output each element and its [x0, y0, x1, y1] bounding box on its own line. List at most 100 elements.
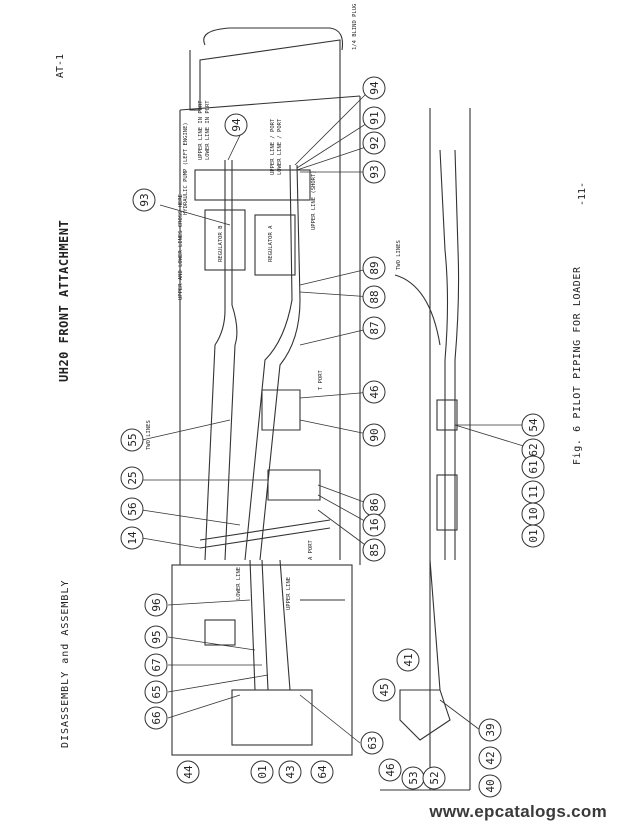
callout-44	[176, 760, 200, 784]
callout-num: 90	[368, 428, 381, 441]
callout-42	[478, 746, 502, 770]
callout-66	[144, 706, 168, 730]
pilot-line-3	[244, 164, 293, 561]
pedal-line	[429, 559, 441, 691]
callout-14	[120, 526, 144, 550]
callout-01a	[250, 760, 274, 784]
callout-num: 14	[126, 531, 139, 545]
callout-num: 01	[256, 765, 269, 778]
callout-num: 95	[150, 630, 163, 643]
callout-90	[362, 423, 386, 447]
label-lower-line: LOWER LINE	[236, 567, 242, 600]
pilot-line-4	[259, 164, 301, 561]
label-upper-line: UPPER LINE	[286, 577, 292, 610]
label-upper-in: UPPER LINE IN PORT	[198, 100, 204, 160]
callout-num: 46	[368, 385, 381, 398]
callout-num: 55	[126, 433, 139, 446]
callout-num: 91	[368, 111, 381, 124]
diagram-labels: 1/4 BLIND PLUG HYDRAULIC PUMP (LEFT ENGI…	[146, 4, 402, 610]
callout-num: 93	[138, 193, 151, 206]
callout-num: 45	[378, 683, 391, 696]
callout-num: 67	[150, 658, 163, 671]
callout-46b	[378, 758, 402, 782]
callout-61	[521, 455, 545, 479]
callout-54	[521, 413, 545, 437]
callout-num: 66	[150, 711, 163, 724]
callout-46a	[362, 380, 386, 404]
boom-line-2	[454, 149, 460, 560]
callout-85	[362, 538, 386, 562]
cross-line-1	[199, 519, 331, 541]
solenoid-block	[267, 469, 321, 501]
callout-52	[422, 766, 446, 790]
pedal-assembly	[399, 689, 451, 741]
callout-num: 64	[316, 765, 329, 779]
callout-39	[478, 718, 502, 742]
engine-outline	[189, 39, 341, 111]
callout-num: 41	[402, 653, 415, 666]
callout-96	[144, 593, 168, 617]
callout-num: 89	[368, 261, 381, 274]
callout-40	[478, 774, 502, 798]
label-a-port: A PORT	[308, 539, 314, 560]
label-upper-line-port: UPPER LINE / PORT	[270, 118, 276, 175]
small-valve	[204, 619, 236, 646]
callout-87	[362, 316, 386, 340]
callout-41	[396, 648, 420, 672]
callout-94b	[362, 76, 386, 100]
callout-num: 11	[527, 485, 540, 498]
callout-92	[362, 131, 386, 155]
boom-cylinder-block	[436, 474, 458, 531]
label-t-port: T PORT	[318, 369, 324, 390]
callout-55	[120, 428, 144, 452]
label-regulator-a: REGULATOR A	[268, 225, 274, 262]
callout-num: 86	[368, 498, 381, 511]
label-lower-in: LOWER LINE IN PORT	[205, 100, 211, 160]
callout-circles	[120, 76, 545, 798]
callout-num: 65	[150, 685, 163, 698]
boom-valve	[436, 399, 458, 431]
leader-lines	[141, 87, 531, 744]
callout-num: 52	[428, 771, 441, 784]
control-valve-block	[231, 689, 313, 746]
callout-num: 62	[527, 443, 540, 456]
callout-num: 85	[368, 543, 381, 556]
engine-top	[203, 27, 344, 51]
callout-num: 56	[126, 502, 139, 515]
callout-95	[144, 625, 168, 649]
callout-num: 87	[368, 321, 381, 334]
drop-line-3	[279, 559, 291, 691]
drop-line-1	[249, 559, 256, 691]
callout-94a	[224, 113, 248, 137]
label-blind-plug: 1/4 BLIND PLUG	[352, 4, 358, 50]
label-two-lines-1: TWO LINES	[146, 420, 152, 450]
callout-num: 01	[527, 529, 540, 542]
label-two-lines-2: TWO LINES	[396, 240, 402, 270]
callout-16	[362, 513, 386, 537]
callout-56	[120, 497, 144, 521]
callout-num: 88	[368, 290, 381, 303]
callout-num: 94	[368, 81, 381, 95]
callout-25	[120, 466, 144, 490]
callout-num: 53	[407, 771, 420, 784]
callout-num: 94	[230, 118, 243, 132]
label-upper-line-short: UPPER LINE (SHORT)	[311, 170, 317, 230]
frame-top-line	[179, 95, 361, 111]
callout-63	[360, 731, 384, 755]
lower-frame	[171, 564, 353, 756]
callout-num: 25	[126, 471, 139, 484]
pump-body	[194, 169, 311, 201]
callout-num: 40	[484, 779, 497, 792]
callout-num: 44	[182, 765, 195, 779]
callout-91	[362, 106, 386, 130]
callout-numbers: 94 93 94 91 92 93 89 88 87 46 90 55 25 8…	[126, 81, 540, 793]
callout-num: 63	[366, 736, 379, 749]
pilot-line-2	[224, 160, 238, 561]
callout-01b	[521, 524, 545, 548]
callout-45	[372, 678, 396, 702]
callout-num: 46	[384, 763, 397, 776]
callout-93a	[132, 188, 156, 212]
callout-89	[362, 256, 386, 280]
